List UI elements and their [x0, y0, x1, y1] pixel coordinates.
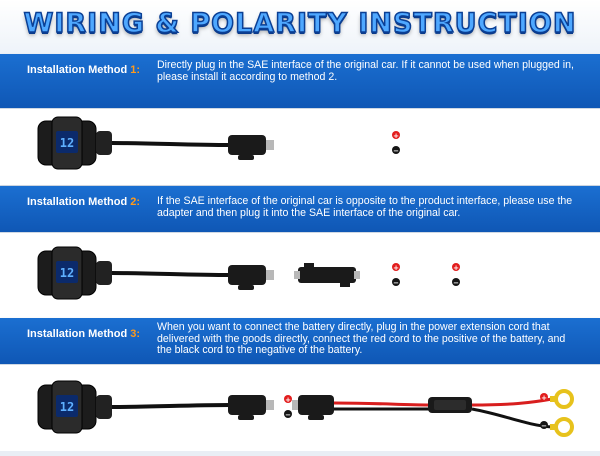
- method-3-panel: 12 + −: [0, 364, 600, 451]
- svg-text:+: +: [393, 264, 399, 272]
- voltage-display: 12: [60, 266, 74, 280]
- method-3-illustration: 12 + −: [37, 380, 574, 437]
- usb-charger-device: 12: [37, 246, 112, 300]
- method-3-description: When you want to connect the battery dir…: [157, 321, 566, 356]
- sae-connector: [228, 395, 274, 420]
- terminal-polarity-markers: + −: [540, 393, 548, 430]
- svg-text:−: −: [393, 279, 399, 287]
- svg-text:+: +: [453, 264, 459, 272]
- sae-cable: [111, 141, 231, 147]
- method-1-band: Installation Method 1: Directly plug in …: [0, 54, 600, 108]
- usb-charger-device: 12: [37, 116, 112, 170]
- voltage-display: 12: [60, 136, 74, 150]
- method-1-illustration: 12 + −: [37, 116, 400, 170]
- method-2-panel: 12 + − + −: [0, 232, 600, 320]
- title-bar: WIRING & POLARITY INSTRUCTION: [0, 0, 600, 54]
- red-cord-to-positive: [471, 397, 553, 407]
- usb-charger-device: 12: [37, 380, 112, 434]
- method-1-label: Installation Method 1:: [27, 64, 141, 76]
- method-1-description: Directly plug in the SAE interface of th…: [157, 59, 574, 83]
- method-3-band: Installation Method 3: When you want to …: [0, 318, 600, 364]
- polarity-markers: + −: [392, 131, 400, 155]
- method-2-band: Installation Method 2: If the SAE interf…: [0, 186, 600, 232]
- polarity-markers: + −: [284, 395, 292, 419]
- svg-text:+: +: [285, 396, 291, 404]
- method-1-number: 1:: [130, 64, 141, 76]
- fuse-holder: [428, 397, 472, 413]
- svg-text:−: −: [393, 147, 399, 155]
- polarity-markers-left: + −: [392, 263, 400, 287]
- method-1-panel: 12 + −: [0, 108, 600, 186]
- red-cord: [333, 401, 431, 407]
- svg-text:+: +: [393, 132, 399, 140]
- sae-connector: [228, 265, 274, 290]
- negative-ring-terminal: [550, 417, 574, 437]
- svg-text:−: −: [285, 411, 291, 419]
- method-2-label: Installation Method 2:: [27, 196, 141, 208]
- polarity-markers-right: + −: [452, 263, 460, 287]
- voltage-display: 12: [60, 400, 74, 414]
- page-title: WIRING & POLARITY INSTRUCTION: [23, 7, 577, 40]
- extension-sae-connector: [292, 395, 334, 420]
- sae-cable: [111, 271, 231, 277]
- positive-ring-terminal: [550, 389, 574, 409]
- method-2-illustration: 12 + − + −: [37, 246, 460, 300]
- sae-connector: [228, 135, 274, 160]
- black-cord-to-negative: [471, 407, 553, 429]
- method-2-description: If the SAE interface of the original car…: [157, 195, 573, 219]
- svg-text:−: −: [541, 422, 547, 430]
- method-2-number: 2:: [130, 196, 141, 208]
- method-3-label: Installation Method 3:: [27, 328, 141, 340]
- method-3-number: 3:: [130, 328, 141, 340]
- sae-cable: [111, 403, 231, 409]
- svg-text:−: −: [453, 279, 459, 287]
- svg-text:+: +: [541, 394, 547, 402]
- sae-adapter: [294, 263, 360, 287]
